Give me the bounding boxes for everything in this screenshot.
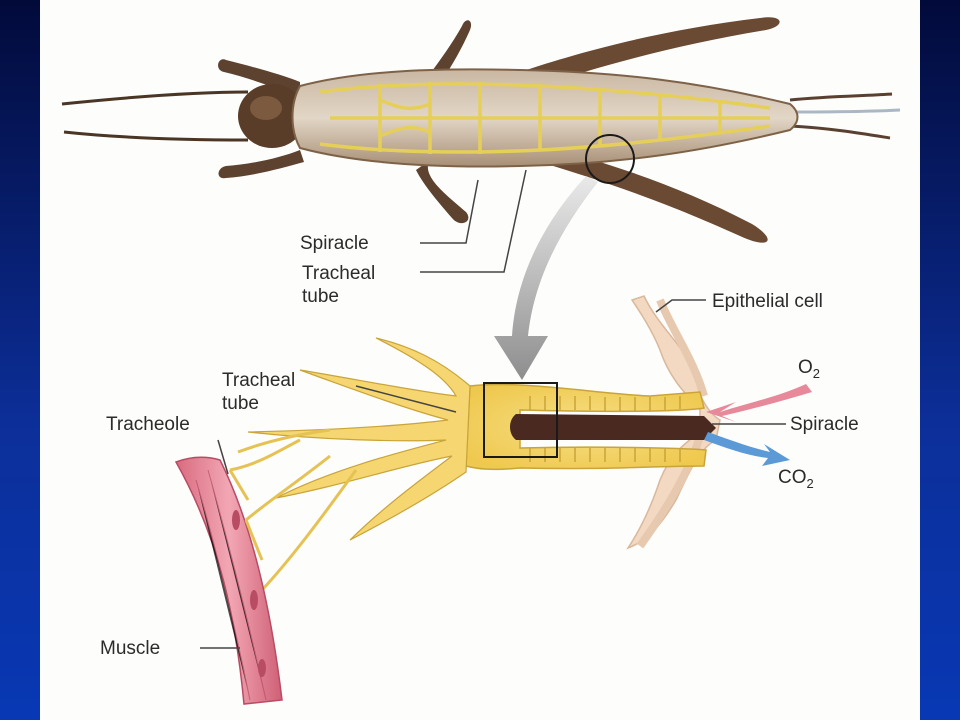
zoom-region-box — [483, 382, 558, 458]
zoom-arrow — [494, 176, 598, 380]
tracheal-lumen — [510, 414, 716, 440]
co2-arrow — [704, 432, 790, 466]
tracheal-tube-label-mid-line1: Tracheal — [222, 370, 295, 391]
tracheole-label: Tracheole — [106, 414, 190, 435]
left-blue-margin — [0, 0, 40, 720]
co2-label: CO2 — [778, 467, 814, 491]
insect-illustration — [61, 17, 901, 243]
muscle-fiber — [174, 456, 283, 705]
right-blue-margin — [920, 0, 960, 720]
spiracle-label-top: Spiracle — [300, 233, 369, 254]
epithelial-cell-label: Epithelial cell — [712, 291, 823, 312]
tracheal-detail-view — [174, 295, 812, 705]
o2-label: O2 — [798, 357, 820, 381]
tracheal-tube-label-top-line2: tube — [302, 286, 339, 307]
muscle-label: Muscle — [100, 638, 160, 659]
tracheal-tube-label-top-line1: Tracheal — [302, 263, 375, 284]
o2-arrow — [706, 384, 812, 422]
spiracle-label-right: Spiracle — [790, 414, 859, 435]
tracheal-tube-label-mid-line2: tube — [222, 393, 259, 414]
spiracle-highlight-circle — [585, 134, 635, 184]
